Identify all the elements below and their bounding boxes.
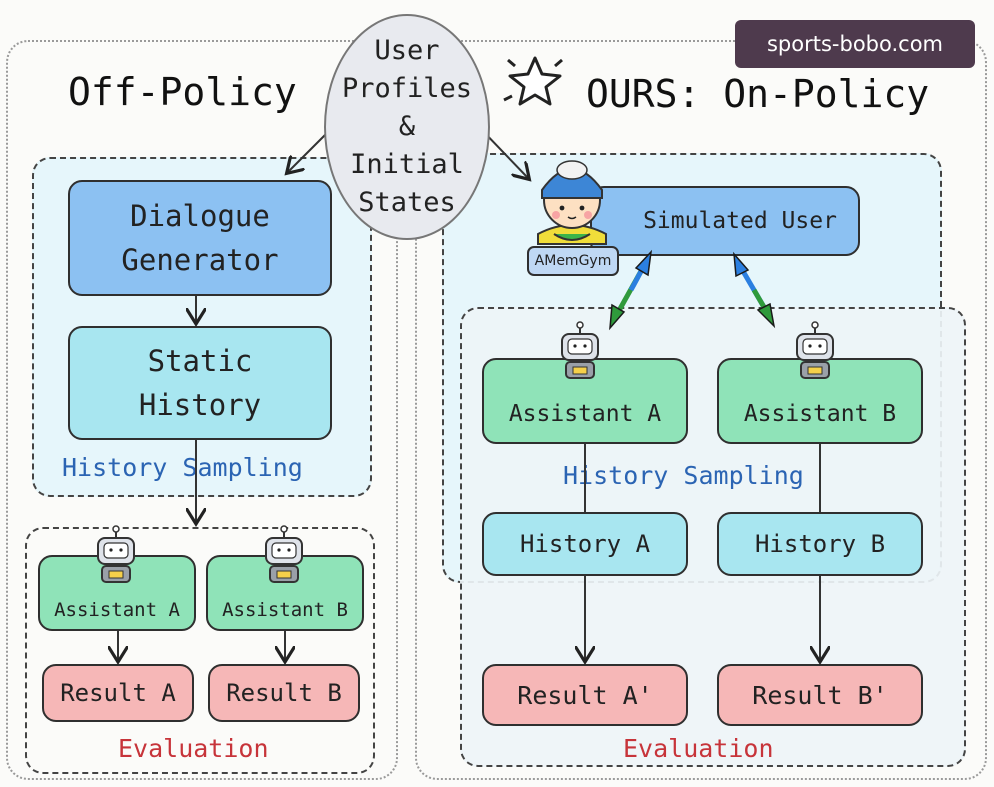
off-policy-panel (6, 40, 398, 780)
left-result-b-box: Result B (208, 664, 360, 722)
watermark-badge: sports-bobo.com (735, 20, 975, 68)
left-evaluation-label: Evaluation (118, 734, 269, 763)
left-history-sampling-label: History Sampling (62, 453, 303, 482)
amemgym-tag: AMemGym (527, 246, 619, 276)
history-a-box: History A (482, 512, 688, 576)
right-assistant-b-box: Assistant B (717, 358, 923, 444)
right-evaluation-label: Evaluation (623, 734, 774, 763)
robot-icon (265, 525, 303, 583)
user-profiles-ellipse: User Profiles & Initial States (324, 14, 490, 240)
static-history-box: Static History (68, 326, 332, 440)
history-b-box: History B (717, 512, 923, 576)
profiles-to-generator-arrow (288, 129, 331, 172)
robot-icon (796, 321, 834, 379)
right-result-b-box: Result B' (717, 664, 923, 726)
left-evaluation-region (25, 527, 375, 774)
interaction-arrow-a (609, 249, 653, 331)
left-assistant-b-box: Assistant B (206, 555, 364, 631)
off-policy-title: Off-Policy (68, 70, 297, 114)
right-history-sampling-label: History Sampling (563, 461, 804, 490)
interaction-arrow-b (733, 251, 776, 329)
on-policy-panel (415, 40, 987, 780)
user-avatar-icon (537, 160, 607, 245)
right-result-a-box: Result A' (482, 664, 688, 726)
on-policy-title: OURS: On-Policy (586, 72, 930, 116)
simulated-user-box: Simulated User (590, 186, 860, 256)
robot-icon (561, 321, 599, 379)
dialogue-generator-box: Dialogue Generator (68, 180, 332, 296)
robot-icon (97, 525, 135, 583)
star-icon (500, 52, 570, 112)
